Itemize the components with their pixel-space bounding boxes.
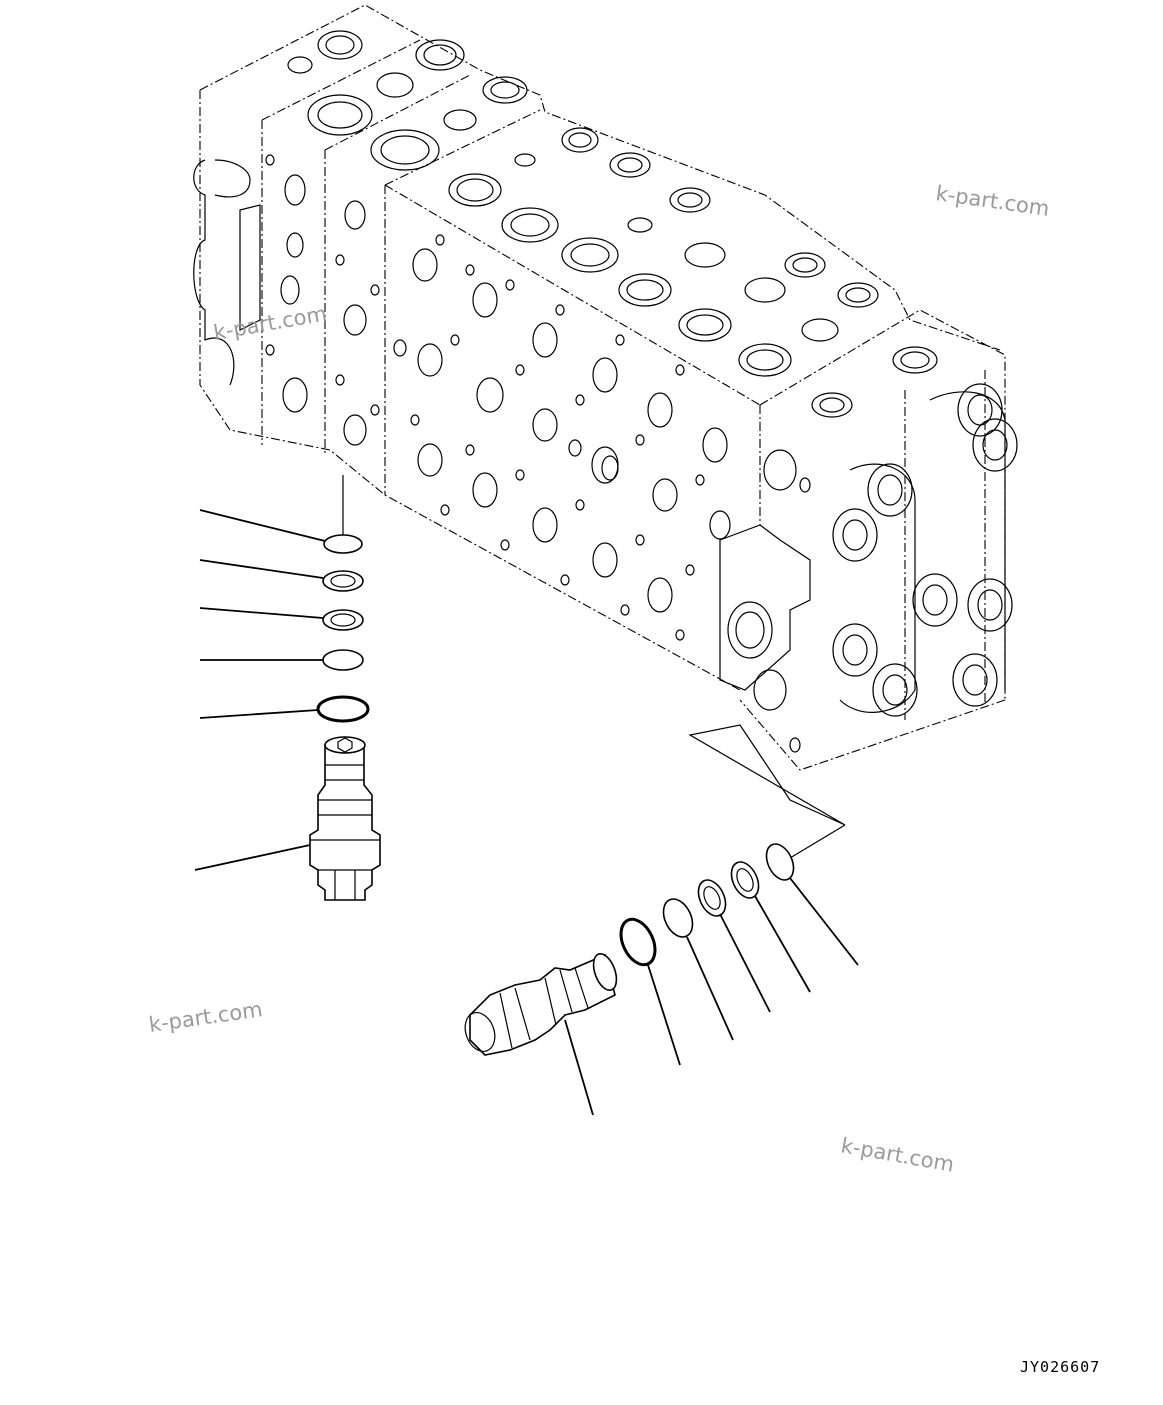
watermark-upper-left: k-part.com (212, 301, 329, 344)
o-ring-lower-5 (619, 917, 657, 967)
watermark-lower-right: k-part.com (839, 1133, 956, 1176)
relief-valve-upper (309, 736, 381, 901)
seal-lower-1 (765, 843, 795, 881)
drawing-code: JY026607 (1020, 1358, 1100, 1376)
face-holes (265, 154, 731, 641)
washer-lower-3 (697, 879, 727, 917)
relief-valve-lower (464, 953, 618, 1056)
upper-assembly (194, 475, 381, 901)
o-ring-upper-5 (316, 695, 370, 723)
lower-assembly (464, 724, 859, 1116)
end-block-bosses (727, 383, 1018, 753)
valve-ports (287, 30, 938, 418)
washer-upper-3 (322, 609, 364, 631)
washer-lower-2 (730, 861, 760, 899)
control-valve-body (193, 4, 1006, 771)
seal-upper-4 (322, 649, 364, 671)
watermark-top-right: k-part.com (934, 181, 1051, 221)
seal-upper-1 (323, 534, 363, 554)
seal-lower-4 (662, 898, 694, 938)
washer-upper-2 (322, 570, 364, 592)
watermark-lower-left: k-part.com (147, 997, 264, 1037)
